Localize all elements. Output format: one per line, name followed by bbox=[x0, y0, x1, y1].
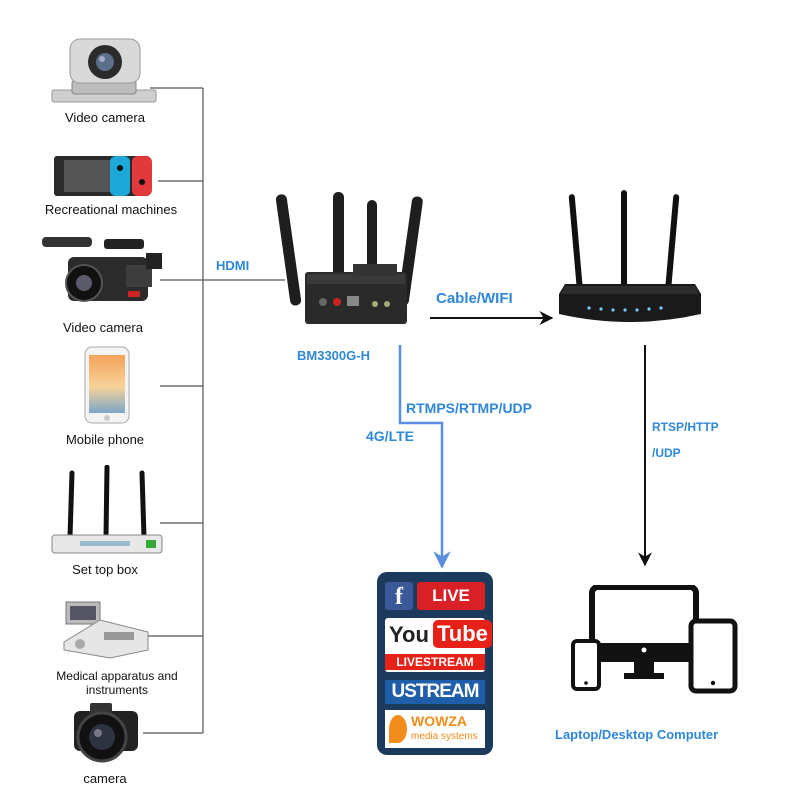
youtube-you-text: You bbox=[389, 622, 429, 647]
wowza-text: WOWZA bbox=[411, 713, 467, 729]
source-label-6: Medical apparatus and instruments bbox=[56, 669, 178, 697]
camcorder-icon bbox=[42, 237, 162, 302]
rtmps-label: RTMPS/RTMP/UDP bbox=[406, 400, 532, 416]
source-label-4: Mobile phone bbox=[65, 432, 145, 447]
computer-label: Laptop/Desktop Computer bbox=[555, 727, 719, 742]
mobile-phone-icon bbox=[84, 346, 130, 424]
rtmp-arrow bbox=[398, 345, 451, 569]
youtube-tube-text: Tube bbox=[433, 620, 492, 648]
set-top-box-icon bbox=[51, 465, 163, 554]
facebook-logo: f bbox=[385, 582, 413, 610]
source-label-3: Video camera bbox=[63, 320, 143, 335]
wowza-logo: WOWZA media systems bbox=[385, 710, 485, 748]
hdmi-label: HDMI bbox=[216, 258, 250, 273]
streaming-platforms-panel: f LIVE You Tube LIVESTREAM USTREAM WOWZA… bbox=[377, 572, 493, 755]
dslr-camera-icon bbox=[74, 703, 138, 763]
wowza-mark-icon bbox=[389, 715, 407, 743]
rtsp-label-line2: /UDP bbox=[652, 446, 681, 460]
game-console-icon bbox=[54, 156, 152, 196]
livestream-text: LIVESTREAM bbox=[385, 654, 485, 670]
lte-label: 4G/LTE bbox=[366, 428, 414, 444]
source-label-5: Set top box bbox=[72, 562, 138, 577]
live-badge: LIVE bbox=[417, 582, 485, 610]
source-label-1: Video camera bbox=[65, 110, 145, 125]
devices-icon bbox=[571, 585, 738, 694]
encoder-label: BM3300G-H bbox=[297, 348, 370, 363]
encoder-router-icon bbox=[275, 192, 423, 324]
medical-device-icon bbox=[63, 601, 149, 659]
cable-wifi-label: Cable/WIFI bbox=[436, 290, 513, 307]
ptz-camera-icon bbox=[51, 38, 157, 103]
wowza-sub-text: media systems bbox=[411, 731, 478, 742]
wifi-router-icon bbox=[559, 190, 701, 322]
youtube-logo: You Tube LIVESTREAM bbox=[385, 618, 492, 672]
rtsp-label-line1: RTSP/HTTP bbox=[652, 420, 719, 434]
source-label-2: Recreational machines bbox=[44, 202, 178, 217]
source-label-7: camera bbox=[83, 771, 127, 786]
ustream-logo: USTREAM bbox=[385, 680, 485, 704]
